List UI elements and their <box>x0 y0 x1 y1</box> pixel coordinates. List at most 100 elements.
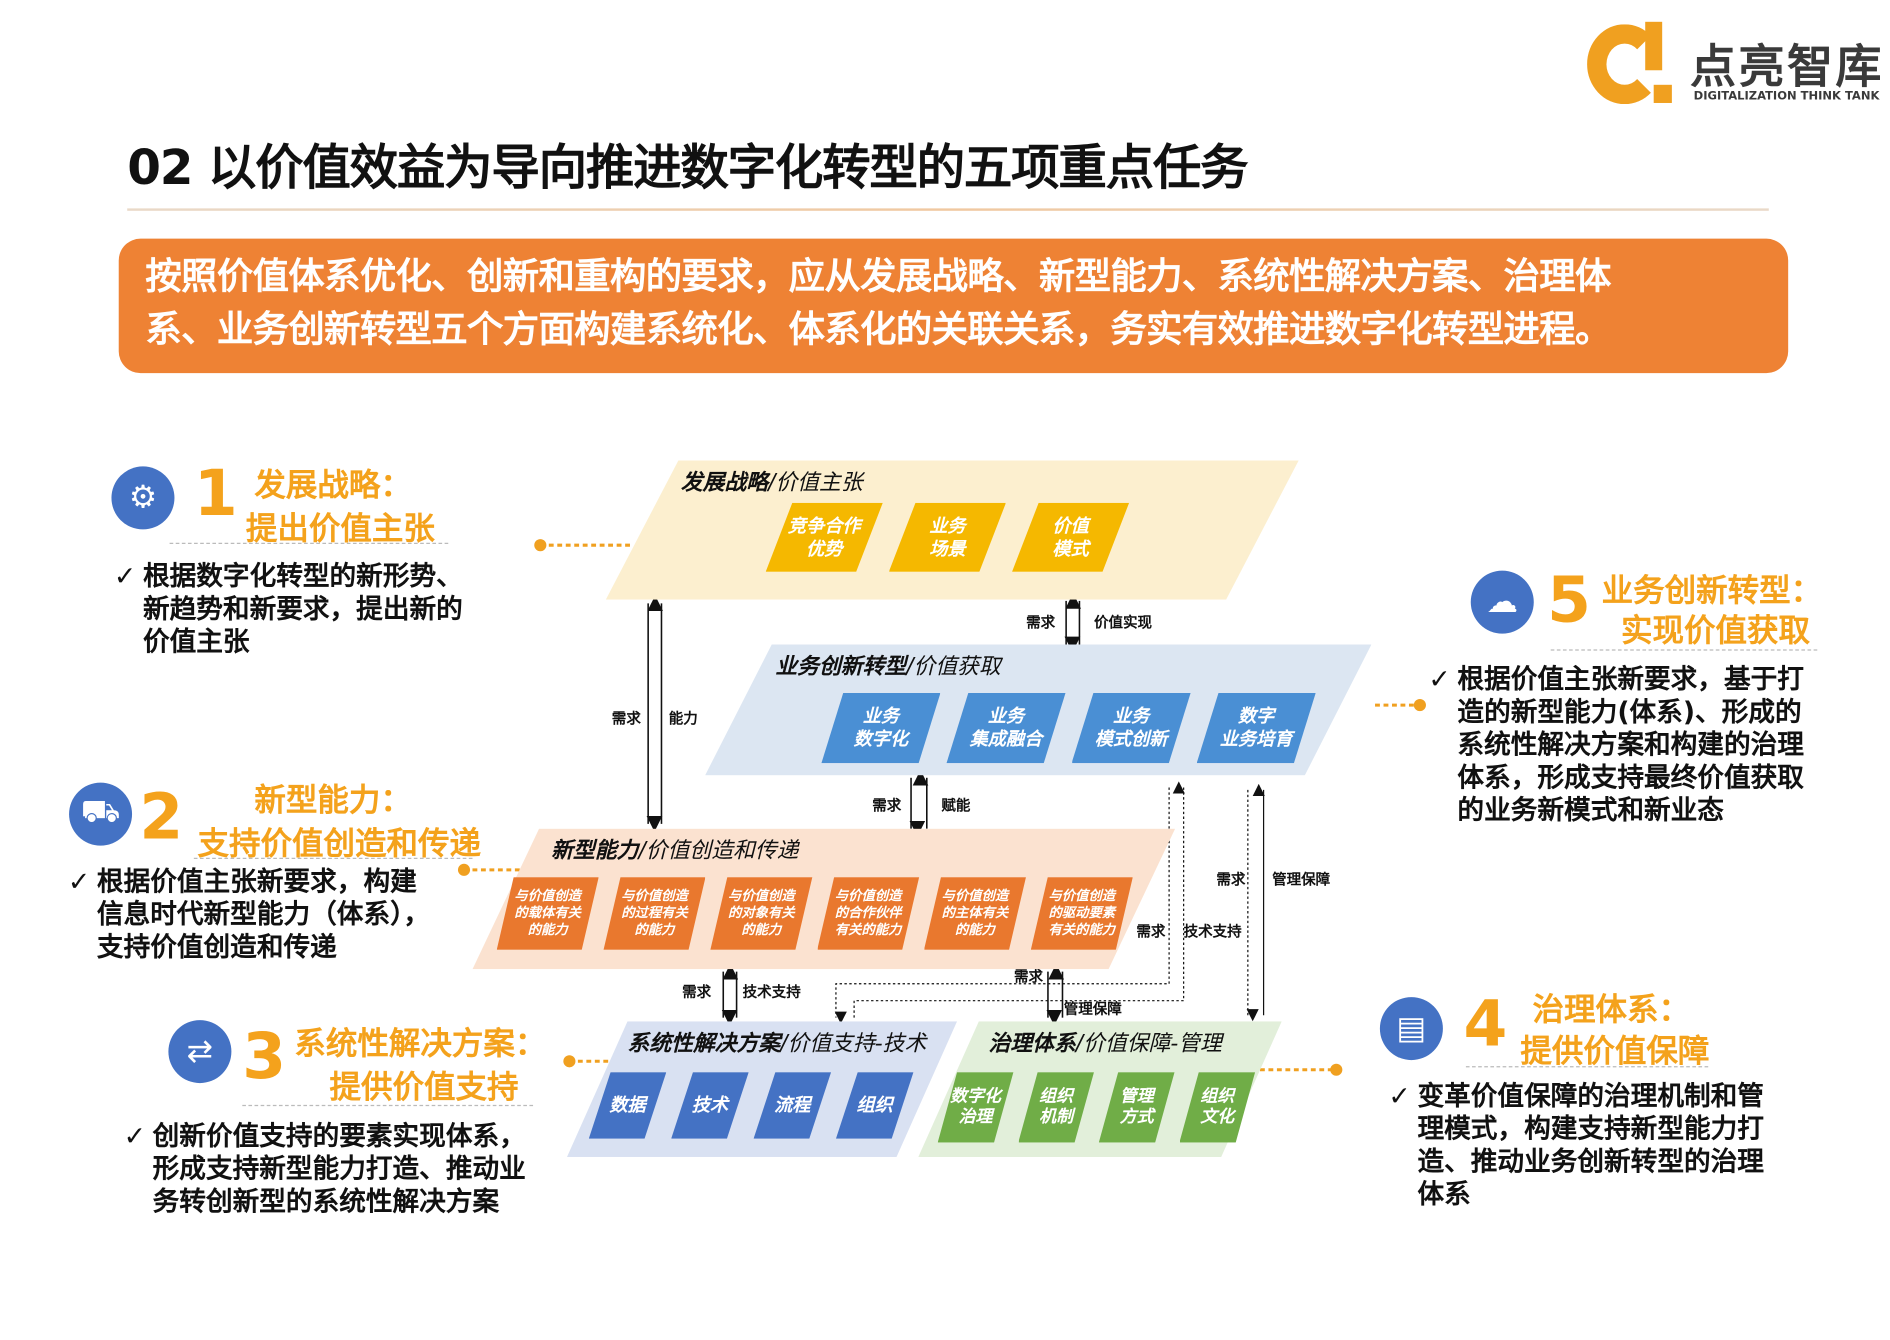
plane-capability: 新型能力/价值创造和传递 与价值创造 的载体有关 的能力 与价值创造 的过程有关… <box>472 829 1175 970</box>
arrow-label-demand: 需求 <box>612 709 642 727</box>
tile: 与价值创造 的载体有关 的能力 <box>497 877 599 950</box>
section-title: 发展战略： <box>254 467 412 504</box>
tile: 组织 <box>836 1072 914 1139</box>
plane-solution: 系统性解决方案/价值支持-技术 数据 技术 流程 组织 <box>567 1021 957 1157</box>
logo-text: 点亮智库 <box>1690 39 1884 94</box>
arrow-label-demand: 需求 <box>1014 967 1044 985</box>
tile: 技术 <box>671 1072 749 1139</box>
section-title: 治理体系： <box>1532 992 1691 1029</box>
orange-leader-lines <box>464 543 1420 1072</box>
tile: 价值 模式 <box>1012 503 1129 572</box>
tile: 与价值创造 的合作伙伴 有关的能力 <box>817 877 919 950</box>
arrow-label-mgmt: 管理保障 <box>1272 870 1331 888</box>
check-icon: ✓ <box>123 1121 146 1153</box>
tiles-strategy: 竞争合作 优势 业务 场景 价值 模式 <box>766 503 1129 572</box>
tile: 管理 方式 <box>1099 1072 1175 1142</box>
section-subtitle: 支持价值创造和传递 <box>197 826 481 863</box>
section-description: ✓创新价值支持的要素实现体系， 形成支持新型能力打造、推动业 务转创新型的系统性… <box>124 1121 526 1219</box>
plane-title: 系统性解决方案 <box>627 1030 781 1057</box>
arrow-label-demand: 需求 <box>682 983 712 1001</box>
divider <box>169 542 449 544</box>
logo-mark-dot <box>1653 84 1672 103</box>
description-text: 根据价值主张新要求，构建 信息时代新型能力（体系）， 支持价值创造和传递 <box>96 867 431 964</box>
tile: 业务 模式创新 <box>1072 693 1191 763</box>
tile: 数字 业务培育 <box>1197 693 1316 763</box>
section-description: ✓根据价值主张新要求，基于打 造的新型能力(体系)、形成的 系统性解决方案和构建… <box>1428 664 1804 828</box>
arrow-label-demand: 需求 <box>1216 870 1246 888</box>
plane-subtitle: /价值获取 <box>906 654 1001 680</box>
section-number: 1 <box>193 457 238 531</box>
section-description: ✓变革价值保障的治理机制和管 理模式，构建支持新型能力打 造、推动业务创新转型的… <box>1388 1081 1764 1212</box>
section-subtitle: 提供价值支持 <box>329 1069 519 1107</box>
tiles-capability: 与价值创造 的载体有关 的能力 与价值创造 的过程有关 的能力 与价值创造 的对… <box>497 877 1133 950</box>
arrow-label-capability: 能力 <box>669 709 698 727</box>
section-title: 系统性解决方案： <box>294 1026 547 1063</box>
section-number: 5 <box>1547 564 1591 638</box>
logo-mark-bar <box>1645 21 1663 71</box>
banner-line-2: 系、业务创新转型五个方面构建系统化、体系化的关联关系，务实有效推进数字化转型进程… <box>145 308 1611 352</box>
section-description: ✓根据价值主张新要求，构建 信息时代新型能力（体系）， 支持价值创造和传递 <box>68 866 431 964</box>
description-text: 变革价值保障的治理机制和管 理模式，构建支持新型能力打 造、推动业务创新转型的治… <box>1417 1081 1764 1211</box>
check-icon: ✓ <box>67 867 91 898</box>
title-divider <box>127 208 1769 211</box>
summary-banner: 按照价值体系优化、创新和重构的要求，应从发展战略、新型能力、系统性解决方案、治理… <box>118 238 1789 374</box>
section-subtitle: 提出价值主张 <box>245 511 435 548</box>
tile: 流程 <box>754 1072 832 1139</box>
arrow-label-tech: 技术支持 <box>1184 922 1243 940</box>
document-icon: ▤ <box>1379 997 1443 1061</box>
arrow-label-demand: 需求 <box>1026 614 1056 632</box>
check-icon: ✓ <box>1428 665 1451 696</box>
tile: 业务 场景 <box>889 503 1006 572</box>
divider <box>1550 649 1818 651</box>
arrow-label-empower: 赋能 <box>941 796 971 814</box>
cloud-upload-icon: ☁ <box>1470 570 1534 634</box>
divider <box>1465 1066 1709 1068</box>
tile: 业务 集成融合 <box>946 693 1065 763</box>
arrow-label-demand: 需求 <box>872 796 902 814</box>
arrow-label-mgmt: 管理保障 <box>1064 1000 1123 1018</box>
tile: 竞争合作 优势 <box>766 503 883 572</box>
logo: 点亮智库 DIGITALIZATION THINK TANK <box>1587 21 1890 113</box>
plane-title: 发展战略 <box>680 470 769 496</box>
tile: 与价值创造 的主体有关 的能力 <box>924 877 1026 950</box>
description-text: 创新价值支持的要素实现体系， 形成支持新型能力打造、推动业 务转创新型的系统性解… <box>152 1121 526 1218</box>
description-text: 根据数字化转型的新形势、 新趋势和新要求，提出新的 价值主张 <box>142 562 463 658</box>
section-subtitle: 提供价值保障 <box>1520 1033 1710 1070</box>
section-number: 3 <box>242 1021 287 1094</box>
divider <box>193 857 473 859</box>
section-number: 2 <box>139 781 184 855</box>
tiles-governance: 数字化 治理 组织 机制 管理 方式 组织 文化 <box>938 1072 1255 1142</box>
section-description: ✓根据数字化转型的新形势、 新趋势和新要求，提出新的 价值主张 <box>114 561 463 659</box>
banner-line-1: 按照价值体系优化、创新和重构的要求，应从发展战略、新型能力、系统性解决方案、治理… <box>145 255 1611 299</box>
plane-title: 新型能力 <box>551 838 639 864</box>
plane-subtitle: /价值支持-技术 <box>780 1030 927 1057</box>
tile: 数字化 治理 <box>938 1072 1014 1142</box>
plane-subtitle: /价值保障-管理 <box>1075 1030 1222 1057</box>
plane-governance: 治理体系/价值保障-管理 数字化 治理 组织 机制 管理 方式 组织 文化 <box>918 1021 1281 1157</box>
toolbox-icon: ⛟ <box>69 782 133 846</box>
tile: 与价值创造 的对象有关 的能力 <box>710 877 812 950</box>
plane-title: 治理体系 <box>988 1030 1076 1057</box>
plane-title: 业务创新转型 <box>775 654 907 680</box>
tile: 组织 文化 <box>1179 1072 1255 1142</box>
gear-icon: ⚙ <box>111 466 175 530</box>
plane-subtitle: /价值创造和传递 <box>638 838 799 864</box>
arrow-label-value-realize: 价值实现 <box>1094 614 1153 632</box>
section-title: 新型能力： <box>254 782 412 819</box>
arrow-label-demand: 需求 <box>1136 922 1166 940</box>
section-title: 业务创新转型： <box>1601 573 1823 610</box>
check-icon: ✓ <box>113 562 137 593</box>
section-subtitle: 实现价值获取 <box>1620 613 1810 650</box>
logo-subtext: DIGITALIZATION THINK TANK <box>1693 89 1880 103</box>
arrow-label-tech: 技术支持 <box>743 983 802 1001</box>
tile: 组织 机制 <box>1018 1072 1094 1142</box>
section-number: 4 <box>1463 988 1508 1062</box>
plane-strategy: 发展战略/价值主张 竞争合作 优势 业务 场景 价值 模式 <box>606 460 1299 599</box>
page-title: 02 以价值效益为导向推进数字化转型的五项重点任务 <box>127 140 1248 197</box>
description-text: 根据价值主张新要求，基于打 造的新型能力(体系)、形成的 系统性解决方案和构建的… <box>1457 665 1804 827</box>
check-icon: ✓ <box>1388 1081 1411 1113</box>
tiles-solution: 数据 技术 流程 组织 <box>589 1072 914 1139</box>
tile: 数据 <box>589 1072 667 1139</box>
tile: 与价值创造 的过程有关 的能力 <box>604 877 706 950</box>
